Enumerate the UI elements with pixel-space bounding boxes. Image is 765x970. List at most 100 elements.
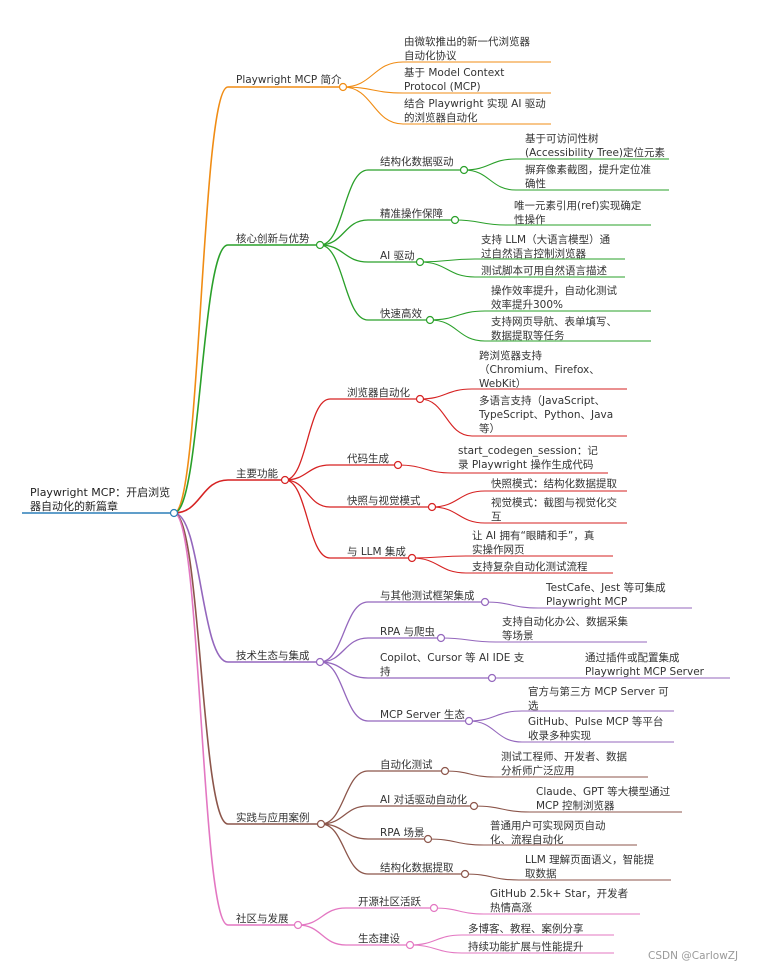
sub-core-fast-label[interactable]: 快速高效 bbox=[380, 308, 422, 320]
leaf-practice-testing-1[interactable]: 测试工程师、开发者、数据 分析师广泛应用 bbox=[501, 751, 627, 777]
edge-features-sub-4 bbox=[284, 479, 331, 559]
sub-practice-testing-label[interactable]: 自动化测试 bbox=[380, 759, 433, 771]
branch-features-label[interactable]: 主要功能 bbox=[236, 468, 278, 480]
edge-practice-sub-3-leaf-1 bbox=[427, 838, 485, 846]
edge-practice-sub-4 bbox=[320, 823, 369, 875]
leaf-community-eco-1[interactable]: 多博客、教程、案例分享 bbox=[468, 923, 584, 935]
leaf-ecosystem-rpa-1[interactable]: 支持自动化办公、数据采集 等场景 bbox=[502, 616, 628, 642]
branch-ecosystem-label[interactable]: 技术生态与集成 bbox=[236, 650, 310, 662]
node-ecosystem-sub-3 bbox=[487, 673, 497, 683]
sub-features-llm-label[interactable]: 与 LLM 集成 bbox=[347, 546, 406, 558]
edge-ecosystem-sub-4-leaf-1 bbox=[468, 710, 523, 722]
node-features-sub-2 bbox=[393, 460, 403, 470]
branch-intro-label[interactable]: Playwright MCP 简介 bbox=[236, 74, 342, 86]
sub-features-codegen-label[interactable]: 代码生成 bbox=[347, 453, 389, 465]
edge-features-sub-4-leaf-2 bbox=[411, 557, 467, 574]
leaf-core-fast-2[interactable]: 支持网页导航、表单填写、 数据提取等任务 bbox=[491, 316, 617, 342]
sub-ecosystem-ide-label[interactable]: Copilot、Cursor 等 AI IDE 支 持 bbox=[380, 652, 525, 678]
leaf-ecosystem-ide-1[interactable]: 通过插件或配置集成 Playwright MCP Server bbox=[585, 652, 704, 678]
leaf-community-opensource-1[interactable]: GitHub 2.5k+ Star，开发者 热情高涨 bbox=[490, 888, 629, 914]
node-core-sub-4 bbox=[425, 315, 435, 325]
node-ecosystem-sub-4 bbox=[464, 716, 474, 726]
edge-features-sub-3-leaf-1 bbox=[431, 490, 486, 508]
sub-ecosystem-mcp-label[interactable]: MCP Server 生态 bbox=[380, 709, 465, 721]
leaf-features-llm-1[interactable]: 让 AI 拥有“眼睛和手”，真 实操作网页 bbox=[472, 530, 595, 556]
node-features-sub-3 bbox=[427, 502, 437, 512]
leaf-community-eco-2[interactable]: 持续功能扩展与性能提升 bbox=[468, 941, 584, 953]
sub-features-snapshot-label[interactable]: 快照与视觉模式 bbox=[347, 495, 421, 507]
leaf-practice-ai-dialog-1[interactable]: Claude、GPT 等大模型通过 MCP 控制浏览器 bbox=[536, 786, 671, 812]
edge-community-sub-2-leaf-1 bbox=[409, 934, 463, 946]
sub-ecosystem-rpa-label[interactable]: RPA 与爬虫 bbox=[380, 626, 435, 638]
node-root bbox=[169, 508, 179, 518]
leaf-core-ai-2[interactable]: 测试脚本可用自然语言描述 bbox=[481, 265, 607, 277]
node-practice-sub-2 bbox=[469, 801, 479, 811]
edge-practice-sub-1-leaf-1 bbox=[444, 770, 496, 778]
edge-intro-leaf-1 bbox=[342, 61, 404, 88]
edge-features-sub-2 bbox=[284, 464, 331, 481]
edge-core-sub-1 bbox=[319, 169, 369, 246]
edge-community-sub-2-leaf-2 bbox=[409, 944, 463, 954]
leaf-core-precise-1[interactable]: 唯一元素引用(ref)实现确定 性操作 bbox=[514, 200, 642, 226]
node-core-sub-1 bbox=[459, 165, 469, 175]
leaf-features-browser-2[interactable]: 多语言支持（JavaScript、 TypeScript、Python、Java… bbox=[479, 395, 614, 435]
leaf-ecosystem-mcp-2[interactable]: GitHub、Pulse MCP 等平台 收录多种实现 bbox=[528, 716, 664, 742]
sub-practice-rpa-label[interactable]: RPA 场景 bbox=[380, 827, 425, 839]
node-practice-sub-3 bbox=[423, 834, 433, 844]
edge-core-sub-3-leaf-1 bbox=[419, 258, 476, 263]
node-community-sub-1 bbox=[429, 903, 439, 913]
node-features-sub-4 bbox=[407, 553, 417, 563]
edge-intro-leaf-2 bbox=[342, 86, 404, 94]
branch-practice-label[interactable]: 实践与应用案例 bbox=[236, 812, 310, 824]
edge-core-sub-4 bbox=[319, 244, 369, 321]
leaf-features-browser-1[interactable]: 跨浏览器支持 （Chromium、Firefox、 WebKit） bbox=[479, 350, 600, 390]
leaf-practice-rpa-1[interactable]: 普通用户可实现网页自动 化、流程自动化 bbox=[490, 820, 606, 846]
sub-core-ai-label[interactable]: AI 驱动 bbox=[380, 250, 415, 262]
leaf-core-structured-1[interactable]: 基于可访问性树 (Accessibility Tree)定位元素 bbox=[525, 133, 666, 159]
leaf-features-snapshot-1[interactable]: 快照模式：结构化数据提取 bbox=[491, 478, 617, 490]
edge-core-sub-4-leaf-1 bbox=[429, 310, 486, 321]
node-practice-sub-4 bbox=[460, 869, 470, 879]
node-core-sub-3 bbox=[415, 257, 425, 267]
leaf-core-structured-2[interactable]: 摒弃像素截图，提升定位准 确性 bbox=[525, 164, 651, 190]
edge-ecosystem-sub-2 bbox=[319, 637, 369, 663]
sub-community-eco-label[interactable]: 生态建设 bbox=[358, 933, 400, 945]
sub-community-opensource-label[interactable]: 开源社区活跃 bbox=[358, 896, 421, 908]
leaf-ecosystem-mcp-1[interactable]: 官方与第三方 MCP Server 可 选 bbox=[528, 686, 669, 712]
leaf-features-llm-2[interactable]: 支持复杂自动化测试流程 bbox=[472, 561, 588, 573]
edge-ecosystem-sub-4 bbox=[319, 661, 369, 722]
branch-community-label[interactable]: 社区与发展 bbox=[236, 913, 289, 925]
root-node-label[interactable]: Playwright MCP：开启浏览 器自动化的新篇章 bbox=[30, 486, 171, 513]
edge-ecosystem-sub-1-leaf-1 bbox=[484, 601, 539, 609]
leaf-ecosystem-frameworks-1[interactable]: TestCafe、Jest 等可集成 Playwright MCP bbox=[546, 582, 666, 608]
sub-practice-ai-dialog-label[interactable]: AI 对话驱动自动化 bbox=[380, 794, 468, 806]
node-core bbox=[315, 240, 325, 250]
node-features bbox=[280, 475, 290, 485]
leaf-intro-2[interactable]: 基于 Model Context Protocol (MCP) bbox=[404, 67, 505, 93]
leaf-features-snapshot-2[interactable]: 视觉模式：截图与视觉化交 互 bbox=[491, 497, 617, 523]
edge-root-ecosystem bbox=[173, 512, 229, 663]
branch-core-label[interactable]: 核心创新与优势 bbox=[236, 233, 310, 245]
sub-practice-extract-label[interactable]: 结构化数据提取 bbox=[380, 862, 454, 874]
edge-core-sub-1-leaf-1 bbox=[463, 158, 517, 171]
edge-community-sub-1 bbox=[297, 907, 347, 926]
sub-core-precise-label[interactable]: 精准操作保障 bbox=[380, 208, 443, 220]
leaf-practice-extract-1[interactable]: LLM 理解页面语义，智能提 取数据 bbox=[525, 854, 655, 880]
leaf-features-codegen-1[interactable]: start_codegen_session：记 录 Playwright 操作生… bbox=[458, 445, 598, 471]
edge-root-core bbox=[173, 244, 229, 514]
edge-root-intro bbox=[173, 86, 229, 514]
node-practice-sub-1 bbox=[440, 766, 450, 776]
node-practice bbox=[316, 819, 326, 829]
edge-practice-sub-1 bbox=[320, 770, 369, 825]
sub-features-browser-label[interactable]: 浏览器自动化 bbox=[347, 387, 410, 399]
leaf-core-fast-1[interactable]: 操作效率提升，自动化测试 效率提升300% bbox=[491, 285, 617, 311]
leaf-intro-1[interactable]: 由微软推出的新一代浏览器 自动化协议 bbox=[404, 36, 530, 62]
sub-ecosystem-frameworks-label[interactable]: 与其他测试框架集成 bbox=[380, 590, 475, 602]
edge-ecosystem-sub-2-leaf-1 bbox=[440, 637, 497, 643]
leaf-intro-3[interactable]: 结合 Playwright 实现 AI 驱动 的浏览器自动化 bbox=[404, 98, 546, 124]
node-ecosystem bbox=[315, 657, 325, 667]
sub-core-structured-label[interactable]: 结构化数据驱动 bbox=[380, 156, 454, 168]
leaf-core-ai-1[interactable]: 支持 LLM（大语言模型）通 过自然语言控制浏览器 bbox=[481, 234, 611, 260]
